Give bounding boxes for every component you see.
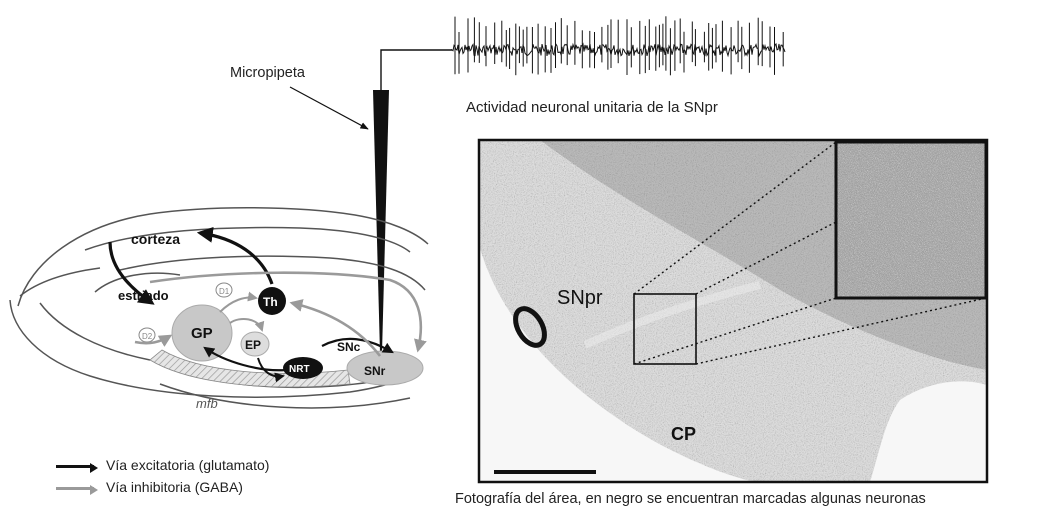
label-mfb: mfb <box>196 396 218 411</box>
legend-inhibitory: Vía inhibitoria (GABA) <box>56 479 243 495</box>
micropipette-pointer-arrow <box>290 87 368 129</box>
micropipette-label: Micropipeta <box>230 65 305 81</box>
label-nrt: NRT <box>289 364 310 375</box>
legend-excitatory: Vía excitatoria (glutamato) <box>56 457 269 473</box>
label-th: Th <box>263 295 278 309</box>
legend-inhibitory-arrow-icon <box>56 487 94 490</box>
micropipette-shape <box>373 90 389 353</box>
gp-to-ep-arrow <box>230 319 262 330</box>
legend-excitatory-arrow-icon <box>56 465 94 468</box>
label-d2: D2 <box>142 332 153 341</box>
histology-photo: SNpr CP <box>479 140 987 482</box>
label-cp: CP <box>671 424 696 444</box>
label-snr: SNr <box>364 364 386 378</box>
snr-to-thalamus-arrow <box>292 303 380 356</box>
label-striatum: estriado <box>118 288 169 303</box>
label-d1: D1 <box>219 287 230 296</box>
hippocampus-curve <box>40 303 150 360</box>
gp-to-thalamus-arrow <box>220 298 256 312</box>
spike-train-caption: Actividad neuronal unitaria de la SNpr <box>466 99 718 116</box>
label-snpr: SNpr <box>557 287 603 309</box>
photo-caption: Fotografía del área, en negro se encuent… <box>455 491 926 507</box>
brain-outline-inner <box>20 268 100 296</box>
label-snc: SNc <box>337 340 361 354</box>
label-gp: GP <box>191 325 213 342</box>
label-cortex: corteza <box>131 231 180 247</box>
zoom-inset-grain <box>836 142 986 298</box>
label-ep: EP <box>245 338 261 352</box>
recording-connector <box>381 50 452 92</box>
legend-inhibitory-label: Vía inhibitoria (GABA) <box>106 479 243 495</box>
legend-excitatory-label: Vía excitatoria (glutamato) <box>106 457 269 473</box>
spike-train-trace <box>452 16 785 75</box>
